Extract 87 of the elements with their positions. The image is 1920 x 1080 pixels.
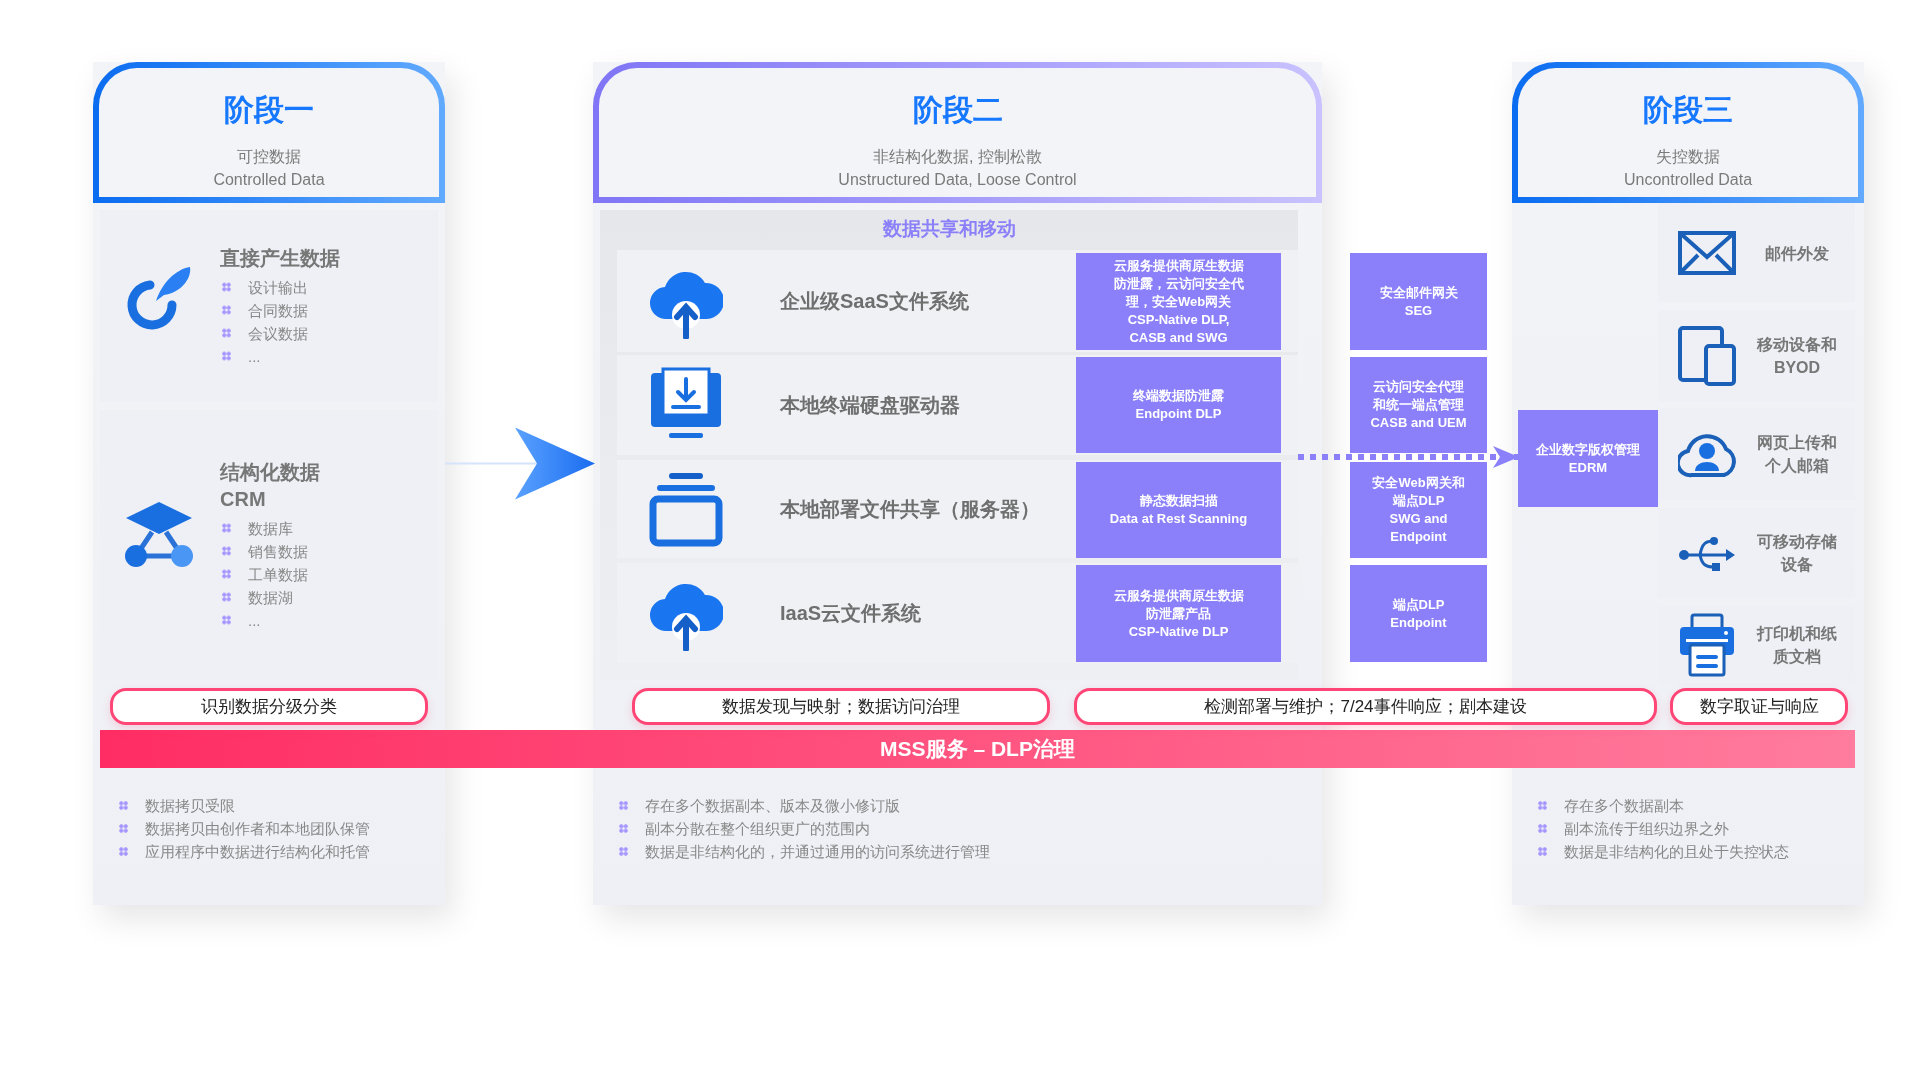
pill-label bbox=[632, 688, 1050, 725]
box-text: 安全邮件网关 bbox=[1379, 283, 1458, 302]
bullet-item: 副本分散在整个组织更广的范围内 bbox=[617, 817, 990, 840]
box-text: Endpoint DLP bbox=[1135, 405, 1222, 423]
bullet-item: 会议数据 bbox=[220, 321, 340, 345]
box-text: CSP-Native DLP, CASB and SWG bbox=[1126, 310, 1231, 347]
channel-label: 邮件外发 bbox=[1764, 243, 1830, 264]
storage-row bbox=[617, 563, 1298, 663]
channel-label: 网页上传和个人邮箱 bbox=[1756, 433, 1838, 476]
service-bar bbox=[100, 730, 1855, 768]
pill-text: 数字取证与响应 bbox=[1699, 696, 1819, 718]
bullet-item: 存在多个数据副本、版本及微小修订版 bbox=[617, 794, 990, 817]
bullet-item: 数据是非结构化的且处于失控状态 bbox=[1536, 840, 1789, 863]
bar-title: MSS服务 – DLP治理 bbox=[880, 736, 1075, 762]
box-text: 云访问安全代理和统一端点管理 bbox=[1372, 378, 1465, 414]
storage-row bbox=[617, 250, 1298, 352]
storage-row bbox=[617, 355, 1298, 455]
stage-column bbox=[593, 62, 1322, 905]
solution-box bbox=[1350, 565, 1487, 662]
box-text: CSP-Native DLP bbox=[1128, 622, 1229, 641]
box-text: 安全Web网关和端点DLP bbox=[1371, 474, 1466, 510]
bullet-item: 工单数据 bbox=[220, 562, 350, 586]
solution-box bbox=[1518, 410, 1658, 507]
bullet-item: 应用程序中数据进行结构化和托管 bbox=[117, 840, 370, 863]
box-text: 企业数字版权管理 bbox=[1536, 440, 1640, 459]
bullet-item: 销售数据 bbox=[220, 539, 350, 563]
row-label: 本地部署文件共享（服务器） bbox=[780, 496, 1040, 522]
box-text: 云服务提供商原生数据防泄露，云访问安全代理，安全Web网关 bbox=[1112, 256, 1245, 311]
box-text: EDRM bbox=[1568, 458, 1608, 477]
subtitle: Uncontrolled Data bbox=[1622, 170, 1754, 190]
solution-box bbox=[1350, 462, 1487, 558]
pill-text: 数据发现与映射；数据访问治理 bbox=[722, 696, 960, 718]
subtitle: Unstructured Data, Loose Control bbox=[837, 170, 1078, 190]
channel-label: 移动设备和BYOD bbox=[1755, 335, 1838, 378]
pill-label bbox=[1074, 688, 1657, 725]
box-text: Endpoint bbox=[1390, 613, 1447, 632]
bullet-item: 数据库 bbox=[220, 516, 350, 540]
subtitle: Controlled Data bbox=[212, 170, 326, 190]
row-label: 本地终端硬盘驱动器 bbox=[780, 392, 960, 418]
bullet-item: 副本流传于组织边界之外 bbox=[1536, 817, 1789, 840]
bullet-item: 设计输出 bbox=[220, 275, 340, 299]
stage-column bbox=[1512, 62, 1864, 905]
pill-label bbox=[110, 688, 428, 725]
bullet-item: 数据拷贝由创作者和本地团队保管 bbox=[117, 817, 370, 840]
group-panel bbox=[600, 210, 1298, 680]
panel-title: 数据共享和移动 bbox=[881, 217, 1017, 241]
storage-row bbox=[617, 460, 1298, 558]
stage-title: 阶段三 bbox=[1642, 92, 1734, 128]
row-label: 企业级SaaS文件系统 bbox=[780, 288, 969, 314]
section-heading: 结构化数据 CRM bbox=[220, 459, 321, 512]
pill-label bbox=[1670, 688, 1848, 725]
bullet-item: 数据拷贝受限 bbox=[117, 794, 370, 817]
box-text: 端点DLP bbox=[1392, 595, 1445, 614]
solution-box bbox=[1350, 357, 1487, 453]
channel-label: 可移动存储设备 bbox=[1756, 532, 1838, 575]
stage-title: 阶段一 bbox=[223, 92, 315, 128]
box-text: SWG and Endpoint bbox=[1388, 510, 1449, 546]
box-text: 云服务提供商原生数据防泄露产品 bbox=[1112, 586, 1245, 623]
solution-box bbox=[1076, 462, 1281, 558]
arrow bbox=[444, 427, 595, 500]
bullet-item: 数据湖 bbox=[220, 585, 350, 609]
pill-text: 检测部署与维护；7/24事件响应；剧本建设 bbox=[1204, 696, 1527, 718]
channel-label: 打印机和纸质文档 bbox=[1755, 624, 1838, 667]
bullet-item: ... bbox=[220, 344, 340, 368]
subtitle: 可控数据 bbox=[236, 147, 302, 167]
stage-column bbox=[93, 62, 445, 905]
stage-title: 阶段二 bbox=[911, 92, 1004, 128]
box-text: SEG bbox=[1404, 301, 1433, 320]
row-label: IaaS云文件系统 bbox=[780, 600, 922, 626]
bullet-item: 数据是非结构化的，并通过通用的访问系统进行管理 bbox=[617, 840, 990, 863]
subtitle: 失控数据 bbox=[1655, 147, 1721, 167]
subtitle: 非结构化数据, 控制松散 bbox=[872, 147, 1043, 167]
dotted-arrow bbox=[1298, 446, 1519, 468]
box-text: 终端数据防泄露 bbox=[1133, 387, 1224, 405]
box-text: CASB and UEM bbox=[1370, 414, 1467, 432]
solution-box bbox=[1076, 357, 1281, 453]
pill-text: 识别数据分级分类 bbox=[201, 696, 337, 718]
bullet-item: 存在多个数据副本 bbox=[1536, 794, 1789, 817]
solution-box bbox=[1076, 253, 1281, 350]
box-text: Data at Rest Scanning bbox=[1109, 510, 1248, 528]
section-heading: 直接产生数据 bbox=[220, 245, 340, 271]
channel-panel bbox=[1658, 203, 1855, 302]
solution-box bbox=[1076, 565, 1281, 662]
solution-box bbox=[1350, 253, 1487, 350]
bullet-item: ... bbox=[220, 608, 350, 632]
bullet-item: 合同数据 bbox=[220, 298, 340, 322]
box-text: 静态数据扫描 bbox=[1139, 492, 1218, 510]
